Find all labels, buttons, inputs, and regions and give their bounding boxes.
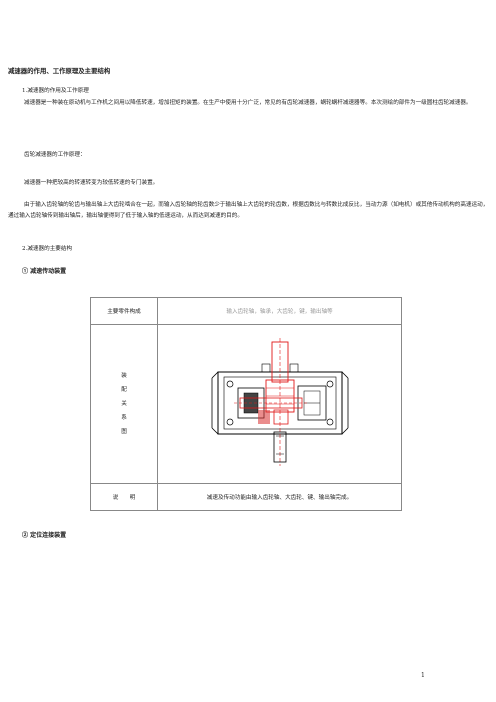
subheading-positioning-device: ② 定位连接装置 [22, 532, 67, 539]
assembly-label-char: 图 [121, 429, 127, 435]
parts-table: 主要零件构成 输入齿轮轴，轴承，大齿轮，键，输出轴等 装 配 关 系 图 [90, 297, 402, 511]
section2-heading: 2.减速器的主要结构 [22, 246, 73, 252]
assembly-label-char: 系 [121, 415, 127, 421]
section1-heading: 1.减速器的作用及工作原理 [22, 88, 89, 94]
parts-value: 输入齿轮轴，轴承，大齿轮，键，输出轴等 [157, 297, 402, 325]
document-title: 减速器的作用、工作原理及主要结构 [8, 67, 111, 75]
assembly-label-char: 配 [121, 387, 127, 393]
paragraph-1: 减速器是一种装在原动机与工作机之间用以降低转速，增加扭矩的装置。在生产中使用十分… [24, 100, 472, 106]
assembly-label-char: 装 [121, 373, 127, 379]
assembly-drawing-cell [157, 324, 402, 484]
paragraph-4: 由于输入齿轮轴的轮齿与输出轴上大齿轮啮合在一起，而输入齿轮轴的轮齿数少于输出轴上… [8, 202, 489, 219]
assembly-label-char: 关 [121, 401, 127, 407]
paragraph-3: 减速器一种把较高的转速转变为较低转速的专门装置。 [24, 180, 159, 186]
gearbox-assembly-drawing [211, 338, 348, 466]
description-label: 说 明 [90, 483, 158, 511]
parts-label: 主要零件构成 [90, 297, 158, 325]
paragraph-2: 齿轮减速器的工作原理： [24, 152, 86, 158]
page-number: 1 [421, 672, 425, 679]
subheading-reduction-device: ① 减速传动装置 [22, 268, 67, 275]
description-value: 减速及传动功能由输入齿轮轴、大齿轮、键、输出轴完成。 [157, 483, 402, 511]
assembly-label: 装 配 关 系 图 [90, 324, 158, 484]
